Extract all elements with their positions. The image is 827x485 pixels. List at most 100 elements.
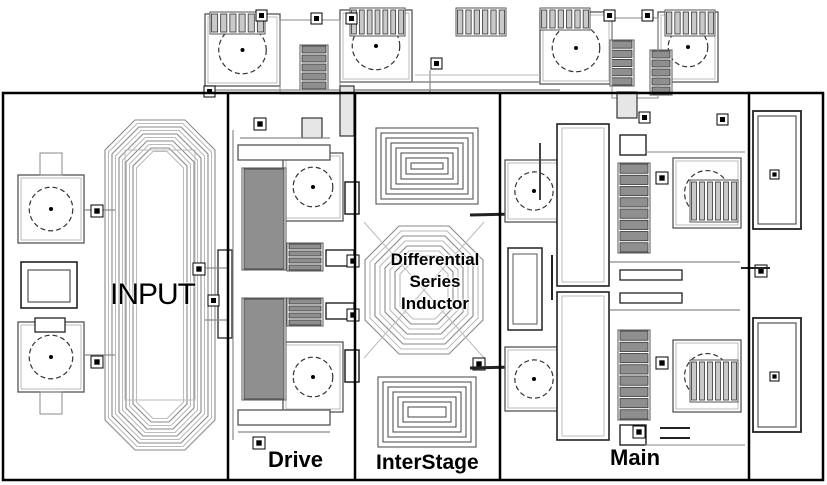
pad-via [644,13,650,19]
input-inductor-turn [111,126,209,444]
finger [220,13,228,33]
finger [557,9,564,29]
bar [611,59,633,68]
input-inductor-turn [118,133,202,437]
finger [549,9,556,29]
bar [619,163,649,174]
bias-finger-array [209,11,266,35]
main-bar-array [617,329,651,421]
differential-inductor-turn [399,260,449,320]
input-inductor-turn [114,129,206,441]
finger [374,9,381,35]
bar [619,364,649,375]
main-section-label: Main [610,445,661,470]
inductor-turn [387,386,467,438]
inductor-turn [407,406,447,418]
finger [541,9,548,29]
finger [731,361,737,401]
pad-via [196,266,202,272]
drive-bus [237,409,331,426]
finger [390,9,397,35]
bar [288,264,322,271]
inductor-turn [375,127,479,205]
bar [301,54,327,63]
bar [301,72,327,81]
metal-block [619,292,683,304]
inductor-turn [395,147,459,185]
bias-finger-array [455,7,507,37]
cell-via [374,44,378,48]
capacitor-cell [17,321,85,393]
trace [363,221,485,359]
pad-via [256,440,262,446]
drive-cap [344,349,360,383]
finger-frame [539,7,591,31]
interstage-spiral [375,127,479,205]
pad-via [94,208,100,214]
chip-outline [1,91,825,482]
finger [707,361,713,401]
differential-inductor-turn [389,250,459,330]
bar [243,298,285,400]
differential-inductor-turn [364,225,484,355]
input-inductor-turn [135,150,185,420]
metal-block [561,127,605,283]
inductor-turn [380,132,474,200]
inductor-turn [377,376,477,448]
bar [619,375,649,386]
finger-frame [455,7,507,37]
pad-via [433,60,439,66]
finger [582,9,589,29]
finger [498,9,505,35]
bias-finger-array [349,7,406,37]
inductor-turn [390,142,464,190]
finger [691,361,697,401]
pad-via [659,175,665,181]
metal-block [301,117,323,139]
cell-via [240,48,245,52]
pad-via [636,429,642,435]
bias-bar-array [299,44,329,91]
finger [682,11,689,35]
differential-inductor-turn [374,235,474,345]
main-cap [507,247,543,331]
pad-via [257,121,263,127]
finger [715,181,721,221]
finger [473,9,480,35]
bar [651,68,671,77]
finger [358,9,365,35]
inductor-turn [400,152,454,180]
bias-finger-array [664,9,716,37]
metal-block [561,295,605,437]
finger [707,11,714,35]
main-transistor [556,123,610,287]
bar [619,174,649,185]
finger [566,9,573,29]
cell-via [49,355,53,359]
drive-section-label: Drive [268,447,324,472]
pad-via [476,361,482,367]
capacitor-cell [282,152,344,222]
input-inductor-turn [125,140,195,430]
inductor-turn [392,391,462,433]
bar [651,50,671,59]
output-capacitors [741,110,802,433]
finger-frame [664,9,716,37]
bias-bar-array [609,39,635,87]
top-bias-circuits [203,7,729,139]
finger-frame [689,179,739,223]
finger [674,11,681,35]
cell-ring [218,25,267,75]
finger [723,181,729,221]
finger [457,9,464,35]
inductor-turn [402,401,452,423]
section-frames [1,91,825,482]
pad-via [758,268,764,274]
bar [619,219,649,230]
inductor-turn [385,137,469,195]
differential-inductor-turn [369,230,479,350]
inductor-turn [382,381,472,443]
bar [651,77,671,86]
